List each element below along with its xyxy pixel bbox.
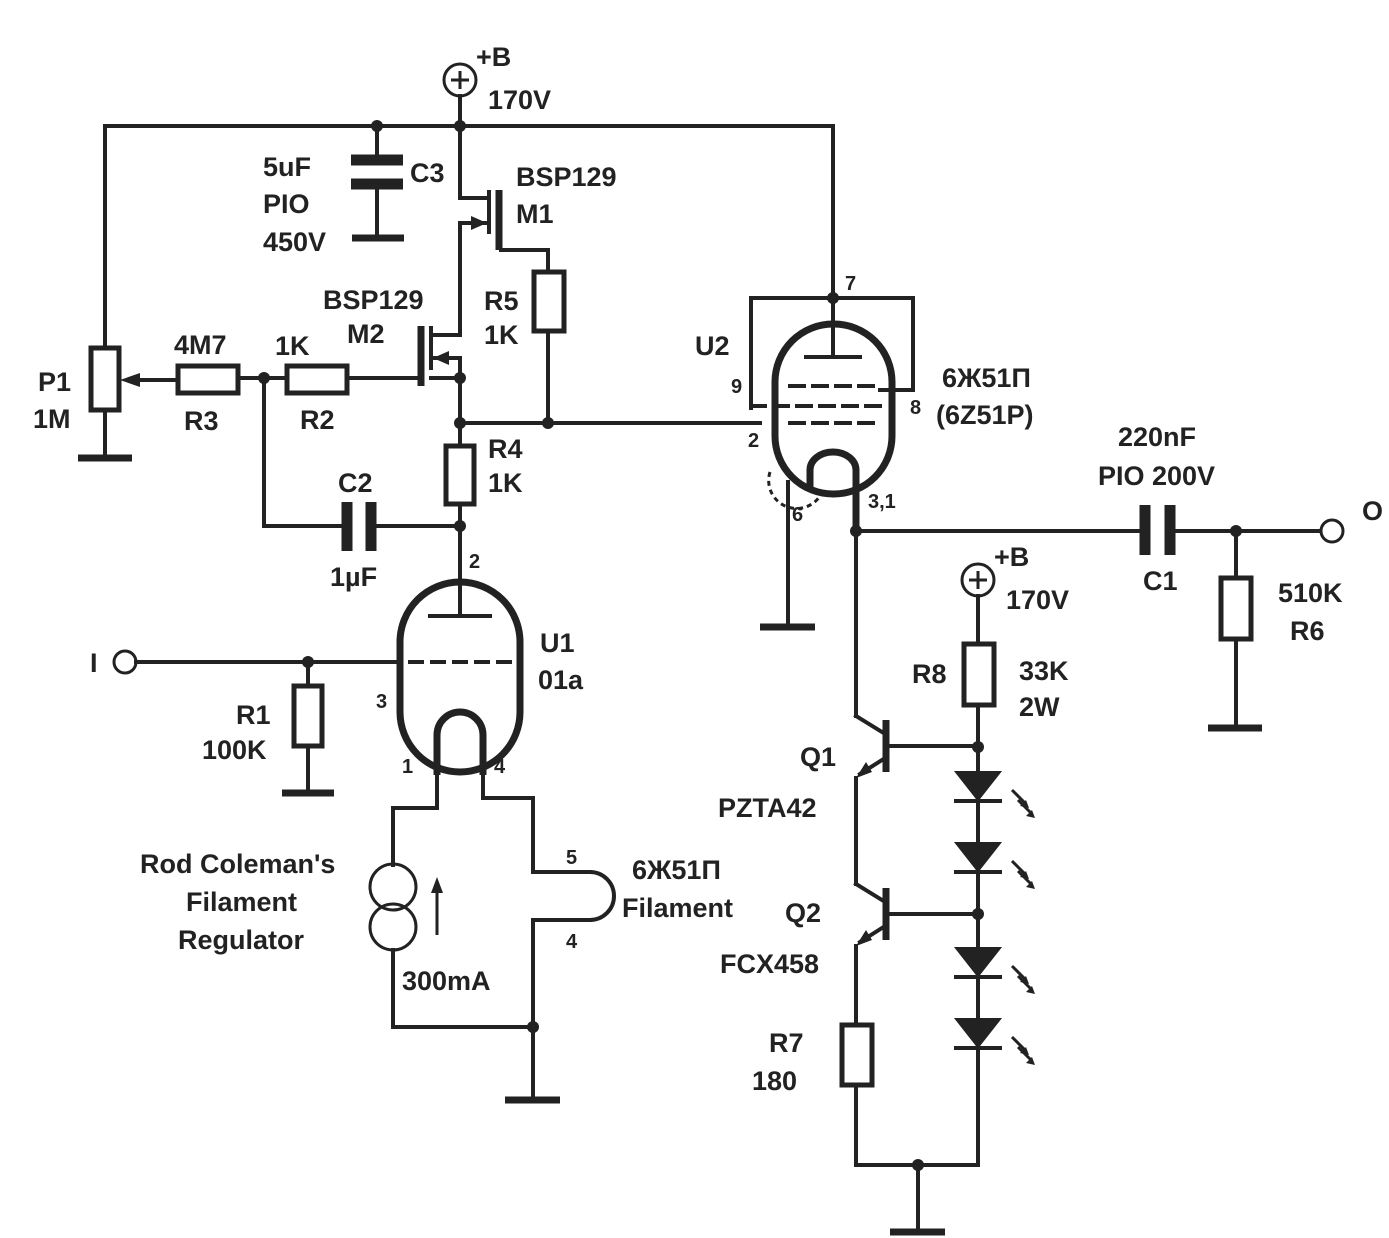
- c3-type: PIO: [263, 189, 310, 219]
- resistor-r8: R8 33K 2W: [912, 641, 1069, 1167]
- r4-value: 1K: [488, 468, 523, 498]
- mosfet-m2: BSP129 M2: [323, 285, 466, 446]
- resistor-r3: 4M7 R3: [120, 330, 241, 436]
- r2-value: 1K: [275, 331, 310, 361]
- led-1: [953, 771, 1035, 818]
- q2-part: FCX458: [720, 949, 819, 979]
- r5-name: R5: [484, 286, 519, 316]
- r5-value: 1K: [484, 320, 519, 350]
- filament-pin-4: 4: [566, 931, 578, 953]
- r7-value: 180: [752, 1066, 797, 1096]
- p1-name: P1: [38, 367, 71, 397]
- b-plus-rail: [103, 120, 835, 350]
- c1-type: PIO 200V: [1098, 461, 1215, 491]
- r7-name: R7: [769, 1028, 804, 1058]
- c1-value: 220nF: [1118, 422, 1196, 452]
- r8-power: 2W: [1019, 692, 1060, 722]
- output-label: O: [1362, 496, 1383, 526]
- u2-alt: (6Z51P): [936, 400, 1034, 430]
- u1-pin-fil-a: 1: [402, 756, 413, 778]
- u1-name: U1: [540, 628, 575, 658]
- r1-value: 100K: [202, 735, 267, 765]
- led-3: [953, 947, 1035, 994]
- m2-name: M2: [347, 319, 385, 349]
- regulator-line2: Filament: [186, 887, 297, 917]
- filament-pin-5: 5: [566, 847, 577, 869]
- grid2-net: [454, 417, 762, 429]
- transistor-q1: Q1 PZTA42: [718, 529, 980, 886]
- r2-name: R2: [300, 405, 335, 435]
- capacitor-c2: C2 1µF: [262, 376, 462, 592]
- u2-pin-2: 2: [748, 430, 759, 452]
- r4-name: R4: [488, 434, 523, 464]
- filament-label: Filament: [622, 893, 733, 923]
- m1-part: BSP129: [516, 162, 617, 192]
- resistor-r2: 1K R2: [238, 331, 350, 435]
- capacitor-c3: C3 5uF PIO 450V: [263, 124, 445, 257]
- r6-value: 510K: [1278, 578, 1343, 608]
- supply-top-voltage: 170V: [488, 85, 551, 115]
- resistor-r4: R4 1K: [443, 434, 523, 588]
- u2-type: 6Ж51П: [942, 363, 1031, 393]
- r3-name: R3: [184, 406, 219, 436]
- output-net: [850, 525, 1142, 537]
- resistor-r1: R1 100K: [202, 660, 334, 797]
- r1-name: R1: [236, 700, 271, 730]
- tube-u2: 7 9 8 2 6 3,1 U2 6Ж51П (6Z51P): [695, 273, 1034, 631]
- led-2: [953, 842, 1035, 889]
- supply-led: +B 170V: [960, 542, 1069, 646]
- regulator-line1: Rod Coleman's: [140, 849, 335, 879]
- c2-value: 1µF: [330, 562, 377, 592]
- c3-voltage: 450V: [263, 227, 326, 257]
- input-terminal: I: [90, 648, 402, 678]
- u2-pin-6: 6: [792, 504, 803, 526]
- r8-name: R8: [912, 659, 947, 689]
- filament-circuit: Rod Coleman's Filament Regulator 300mA 5…: [140, 773, 733, 1104]
- input-label: I: [90, 648, 98, 678]
- u2-pin-7: 7: [845, 273, 856, 295]
- m2-part: BSP129: [323, 285, 424, 315]
- c2-name: C2: [338, 468, 373, 498]
- u2-name: U2: [695, 331, 730, 361]
- q2-name: Q2: [785, 898, 821, 928]
- u1-pin-fil-b: 4: [494, 756, 506, 778]
- c3-name: C3: [410, 158, 445, 188]
- p1-value: 1M: [33, 404, 71, 434]
- u1-pin-grid: 3: [376, 691, 387, 713]
- mosfet-m1: BSP129 M1: [458, 124, 617, 337]
- regulator-line3: Regulator: [178, 925, 305, 955]
- u1-pin-plate: 2: [469, 551, 480, 573]
- output-terminal: O: [1319, 496, 1383, 544]
- c1-name: C1: [1143, 566, 1178, 596]
- tube-u1: 2 3 1 4 U1 01a: [376, 551, 584, 778]
- c3-value: 5uF: [263, 152, 311, 182]
- resistor-r5: R5 1K: [484, 269, 567, 425]
- supply-led-label: +B: [994, 542, 1029, 572]
- filament-type: 6Ж51П: [632, 855, 721, 885]
- supply-top-label: +B: [476, 42, 511, 72]
- q1-name: Q1: [800, 742, 836, 772]
- r3-value: 4M7: [174, 330, 227, 360]
- regulator-current: 300mA: [402, 966, 491, 996]
- led-4: [953, 1018, 1035, 1065]
- r8-value: 33K: [1019, 656, 1069, 686]
- u2-pin-9: 9: [731, 376, 742, 398]
- q1-part: PZTA42: [718, 793, 817, 823]
- resistor-r7: R7 180: [752, 1022, 980, 1236]
- resistor-r6: 510K R6: [1208, 529, 1343, 732]
- capacitor-c1: 220nF PIO 200V C1: [1098, 422, 1322, 596]
- r6-name: R6: [1290, 616, 1325, 646]
- u2-pin-8: 8: [910, 397, 921, 419]
- supply-led-voltage: 170V: [1006, 585, 1069, 615]
- potentiometer-p1: P1 1M: [33, 345, 132, 462]
- u2-pin-31: 3,1: [868, 491, 896, 513]
- supply-top: +B 170V: [442, 42, 551, 128]
- m1-name: M1: [516, 199, 554, 229]
- u1-type: 01a: [538, 665, 584, 695]
- transistor-q2: Q2 FCX458: [720, 881, 980, 1027]
